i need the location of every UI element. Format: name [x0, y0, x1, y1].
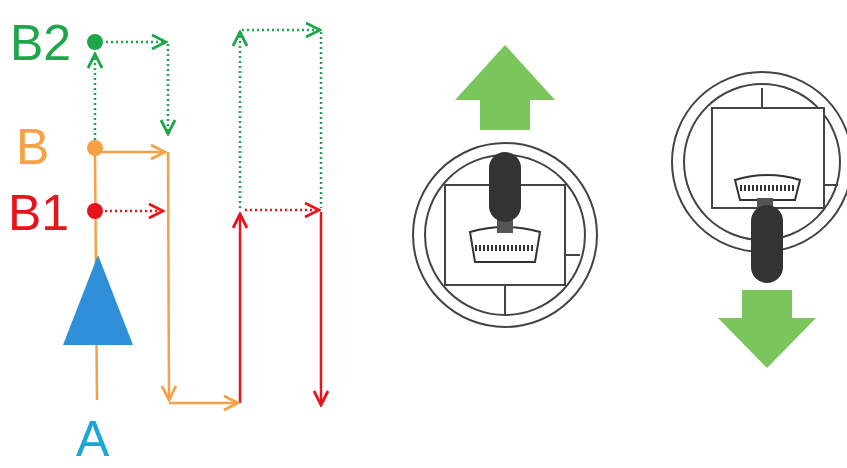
- point-label: A: [76, 414, 109, 464]
- joystick-forward: [413, 45, 597, 327]
- point-label: B: [16, 122, 49, 172]
- point-label: B1: [8, 188, 69, 238]
- joystick-backward: [672, 72, 847, 368]
- point-label: B2: [10, 18, 71, 68]
